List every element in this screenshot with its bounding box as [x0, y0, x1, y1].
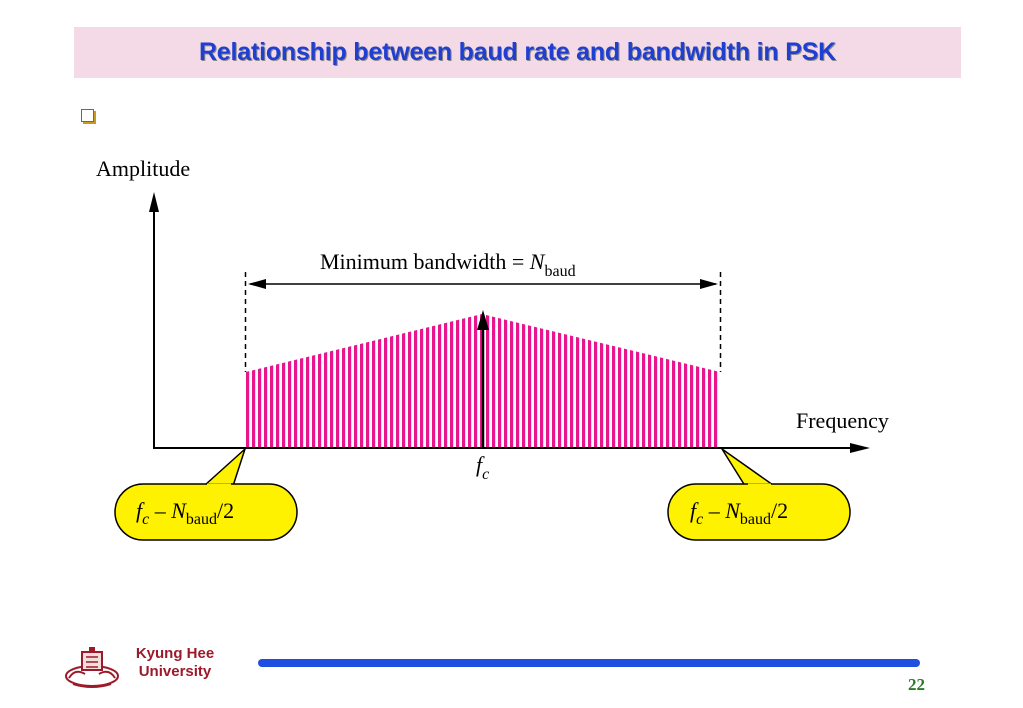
university-name-line1: Kyung Hee — [135, 645, 215, 662]
footer-rule — [258, 659, 920, 667]
x-axis-label: Frequency — [796, 408, 889, 433]
title-bar: Relationship between baud rate and bandw… — [74, 27, 961, 78]
x-axis-arrow-icon — [850, 443, 870, 453]
left-callout: fc – Nbaud/2 — [114, 448, 298, 541]
y-axis-arrow-icon — [149, 192, 159, 212]
page-number: 22 — [908, 675, 925, 694]
right-callout: fc – Nbaud/2 — [667, 448, 851, 541]
university-logo-icon — [65, 647, 119, 688]
bandwidth-label: Minimum bandwidth = Nbaud — [320, 249, 576, 280]
y-axis-label: Amplitude — [96, 156, 190, 181]
university-name: Kyung Hee University — [120, 645, 230, 681]
bandwidth-arrow-left-icon — [248, 279, 266, 289]
center-frequency-label: fc — [476, 452, 489, 483]
bullet-checkbox-icon — [81, 109, 94, 122]
slide-title: Relationship between baud rate and bandw… — [198, 38, 837, 66]
bandwidth-arrow-right-icon — [700, 279, 718, 289]
right-callout-label: fc – Nbaud/2 — [690, 498, 788, 528]
university-name-line2: University — [138, 663, 212, 680]
carrier-arrow-icon — [477, 310, 489, 330]
left-callout-label: fc – Nbaud/2 — [136, 498, 234, 528]
